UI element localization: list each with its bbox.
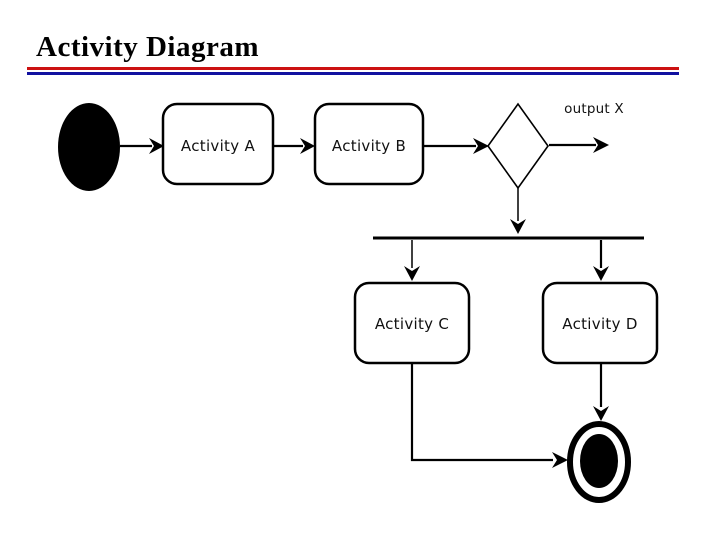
arrow-activity-c-to-end bbox=[410, 363, 568, 468]
activity-c-label: Activity C bbox=[375, 315, 449, 333]
title-underline-red bbox=[27, 67, 679, 70]
start-node bbox=[58, 103, 120, 191]
activity-b-node: Activity B bbox=[313, 102, 425, 186]
activity-d-node: Activity D bbox=[541, 281, 659, 365]
activity-b-label: Activity B bbox=[332, 137, 406, 155]
output-x-label: output X bbox=[564, 101, 624, 117]
activity-d-label: Activity D bbox=[562, 315, 637, 333]
title-underline-blue bbox=[27, 72, 679, 75]
arrow-activity-d-to-end bbox=[593, 363, 609, 421]
page-title: Activity Diagram bbox=[36, 31, 260, 63]
arrow-decision-to-fork bbox=[510, 188, 526, 234]
arrow-fork-to-activity-d bbox=[593, 240, 609, 281]
end-node bbox=[567, 421, 631, 503]
decision-diamond bbox=[487, 102, 549, 190]
arrow-activity-a-to-activity-b bbox=[273, 138, 315, 154]
title-underline bbox=[27, 67, 679, 77]
arrow-fork-to-activity-c bbox=[404, 240, 420, 281]
activity-a-label: Activity A bbox=[181, 137, 256, 155]
arrow-activity-b-to-decision bbox=[423, 138, 489, 154]
activity-a-node: Activity A bbox=[161, 102, 275, 186]
arrow-start-to-activity-a bbox=[120, 138, 164, 154]
arrow-decision-to-output bbox=[549, 137, 609, 153]
activity-c-node: Activity C bbox=[353, 281, 471, 365]
